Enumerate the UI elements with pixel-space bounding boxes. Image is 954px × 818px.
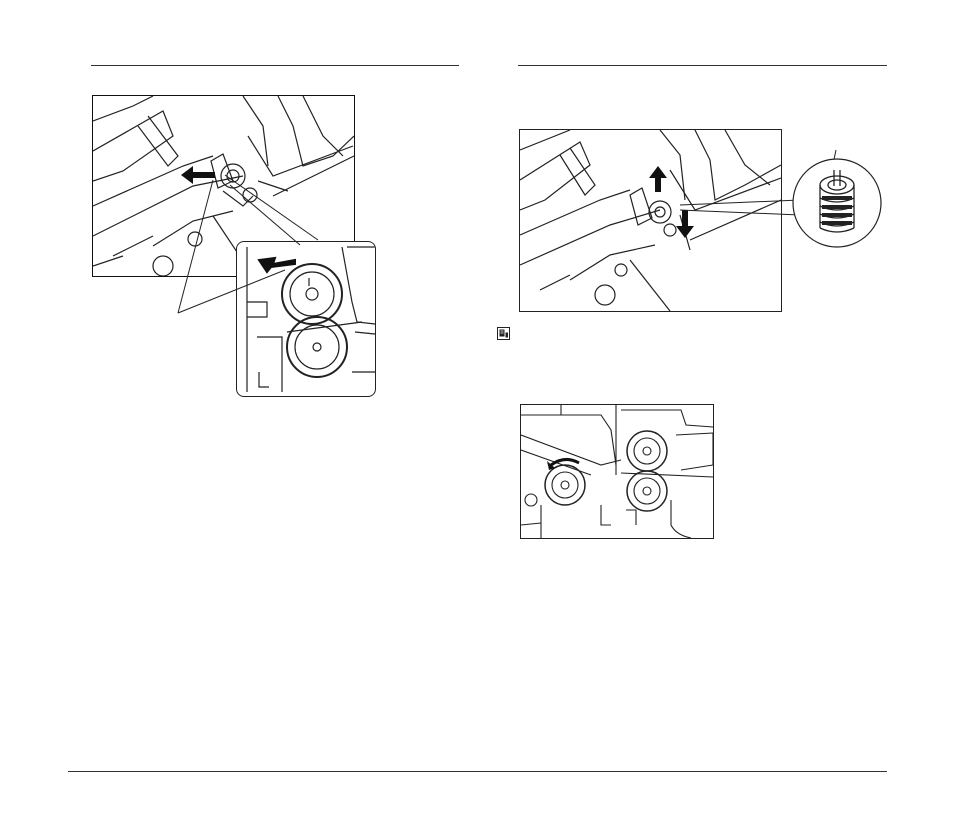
- figure-roller-lever-inset: [236, 241, 376, 397]
- arrow-up-icon: [649, 166, 667, 192]
- arrow-push-icon: [259, 258, 295, 272]
- arrow-left-icon: [181, 166, 215, 184]
- roller-rotate-illustration: [521, 405, 713, 538]
- figure-rotate-roller: [520, 404, 714, 539]
- figure-insert-roller: [519, 129, 782, 312]
- roller-closeup-illustration: [237, 242, 375, 396]
- arrow-down-icon: [676, 210, 694, 238]
- header-rule-right: [518, 65, 887, 66]
- rotate-arrow-icon: [551, 459, 579, 465]
- header-rule-left: [91, 65, 459, 66]
- footer-rule: [68, 771, 887, 772]
- note-icon: [497, 327, 510, 340]
- roller-insert-illustration: [520, 130, 781, 311]
